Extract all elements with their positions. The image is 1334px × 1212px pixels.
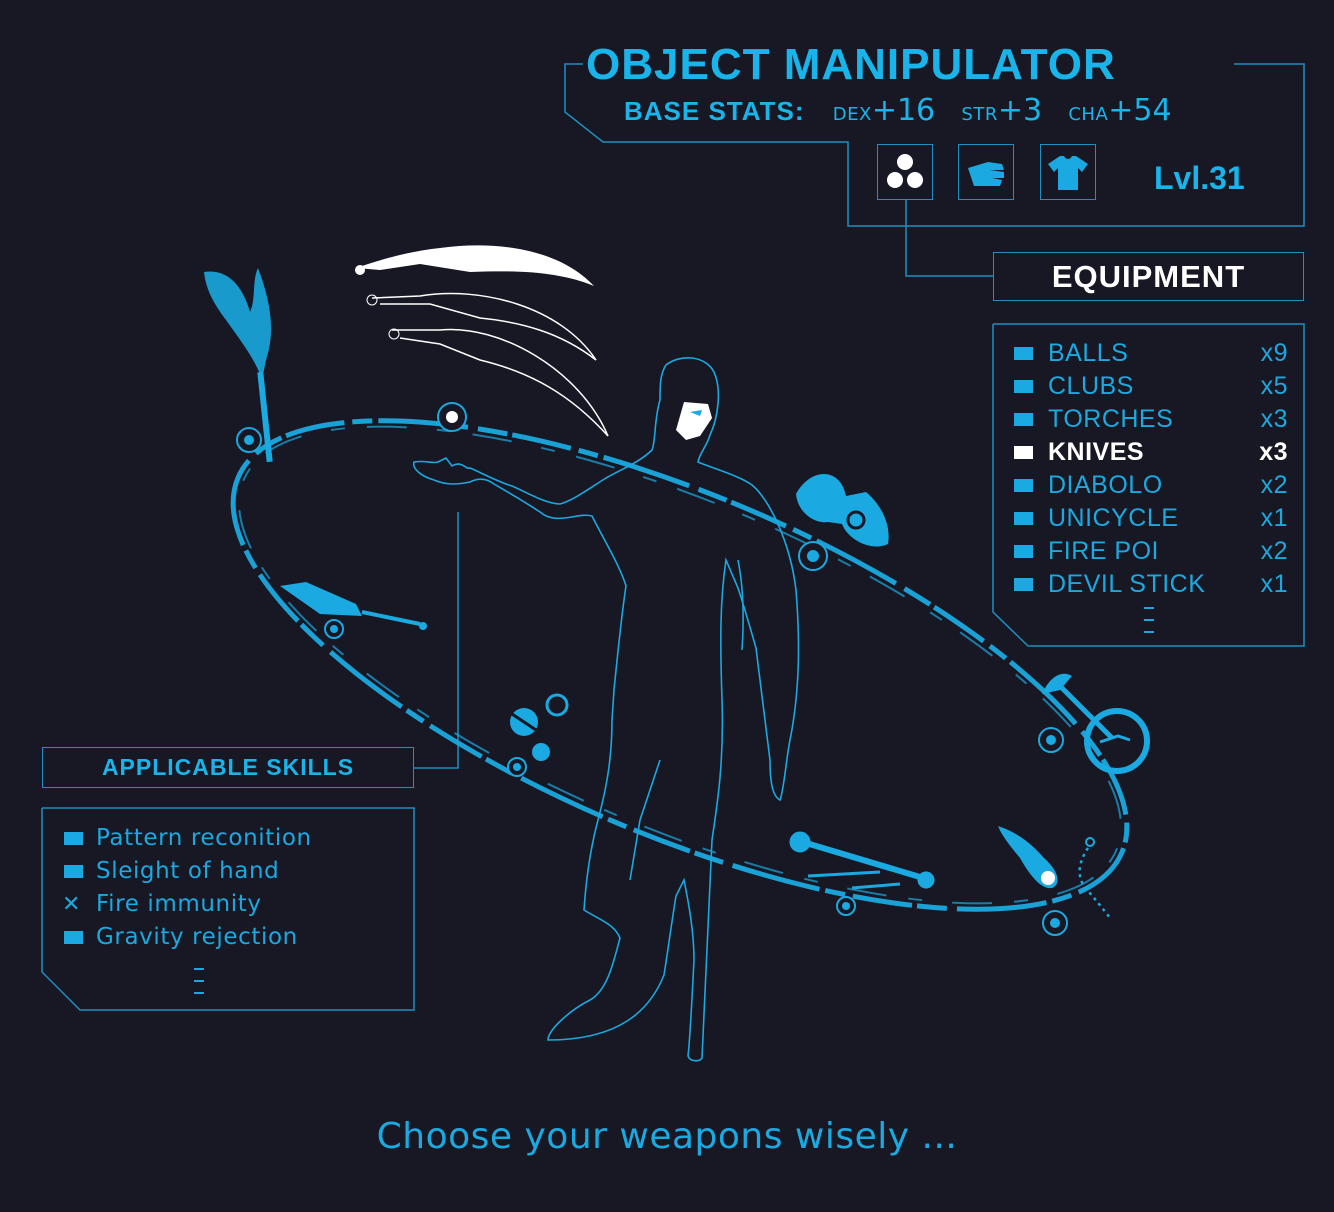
three-balls-glyph [887,154,923,188]
bullet-square [64,832,83,845]
item-count: x3 [1259,438,1288,466]
more-items-ellipsis-icon[interactable] [1140,605,1160,645]
level-indicator: Lvl.31 [1154,160,1245,196]
stat-dex-abbr: DEX [832,104,872,125]
base-stats-label: BASE STATS: [624,96,805,126]
balls-icon [510,693,569,761]
item-count: x9 [1260,339,1288,367]
item-count: x2 [1260,537,1288,565]
header-frame [41,63,1305,1011]
tshirt-glyph [1048,156,1088,190]
item-name: BALLS [1048,339,1129,367]
equipment-list: BALLS x9 CLUBS x5 TORCHES x3 KNIVES x3 DIABO… [1010,337,1290,633]
bullet-square [1014,380,1033,393]
unicycle-icon [1042,673,1150,774]
item-count: x2 [1260,471,1288,499]
face-mark [676,402,712,440]
item-name: DIABOLO [1048,471,1163,499]
item-count: x5 [1260,372,1288,400]
item-name: DEVIL STICK [1048,570,1206,598]
skills-heading: APPLICABLE SKILLS [42,747,414,788]
orbit-nodes [236,402,1068,936]
knives-icon [355,245,609,437]
three-balls-icon[interactable] [877,144,933,200]
item-name: KNIVES [1048,438,1145,466]
bullet-square [1014,446,1033,459]
equipment-item-diabolo[interactable]: DIABOLO x2 [1010,469,1290,502]
item-count: x1 [1260,504,1288,532]
equipment-item-torches[interactable]: TORCHES x3 [1010,403,1290,436]
tshirt-icon[interactable] [1040,144,1096,200]
stat-str-value: +3 [997,93,1043,128]
skill-name: Pattern reconition [96,825,312,851]
equipment-item-fire-poi[interactable]: FIRE POI x2 [1010,535,1290,568]
skills-list: Pattern reconition Sleight of hand ✕ Fire… [60,822,400,994]
hand-icon[interactable] [958,144,1014,200]
skill-item-sleight-of-hand[interactable]: Sleight of hand [60,855,400,888]
item-count: x1 [1260,570,1288,598]
equipment-item-balls[interactable]: BALLS x9 [1010,337,1290,370]
item-count: x3 [1260,405,1288,433]
tagline: Choose your weapons wisely ... [376,1116,958,1157]
bullet-square [1014,512,1033,525]
bullet-square [1014,479,1033,492]
stat-dex-value: +16 [871,93,936,128]
fire-poi-icon [998,826,1111,919]
base-stats: BASE STATS: DEX+16 STR+3 CHA+54 [624,92,1172,134]
diabolo-icon [796,474,889,547]
bullet-square [1014,545,1033,558]
bullet-square [1014,413,1033,426]
equipment-item-devil-stick[interactable]: DEVIL STICK x1 [1010,568,1290,601]
devil-stick-icon [789,831,935,890]
hand-glyph [968,162,1004,186]
skill-item-gravity-rejection[interactable]: Gravity rejection [60,921,400,954]
bullet-square [1014,578,1033,591]
skill-item-fire-immunity[interactable]: ✕ Fire immunity [60,888,400,921]
stat-str-abbr: STR [961,104,998,125]
equipment-item-clubs[interactable]: CLUBS x5 [1010,370,1290,403]
stat-cha-value: +54 [1108,93,1172,128]
skill-name: Fire immunity [96,891,262,917]
orbit-path [230,418,1130,912]
item-name: CLUBS [1048,372,1134,400]
item-name: TORCHES [1048,405,1174,433]
juggler-silhouette [412,357,800,1062]
item-name: UNICYCLE [1048,504,1179,532]
equipment-heading: EQUIPMENT [993,252,1304,301]
stat-cha-abbr: CHA [1068,104,1109,125]
skill-name: Sleight of hand [96,858,280,884]
bullet-square [1014,347,1033,360]
cross-icon: ✕ [62,892,82,917]
torch-icon [204,268,273,463]
club-icon [280,582,427,630]
page-title: OBJECT MANIPULATOR [586,40,1116,89]
skill-item-pattern-recognition[interactable]: Pattern reconition [60,822,400,855]
bullet-square [64,931,83,944]
skill-name: Gravity rejection [96,924,298,950]
more-skills-ellipsis-icon[interactable] [190,966,210,1006]
equipment-item-knives[interactable]: KNIVES x3 [1010,436,1290,469]
bullet-square [64,865,83,878]
equipment-item-unicycle[interactable]: UNICYCLE x1 [1010,502,1290,535]
item-name: FIRE POI [1048,537,1159,565]
